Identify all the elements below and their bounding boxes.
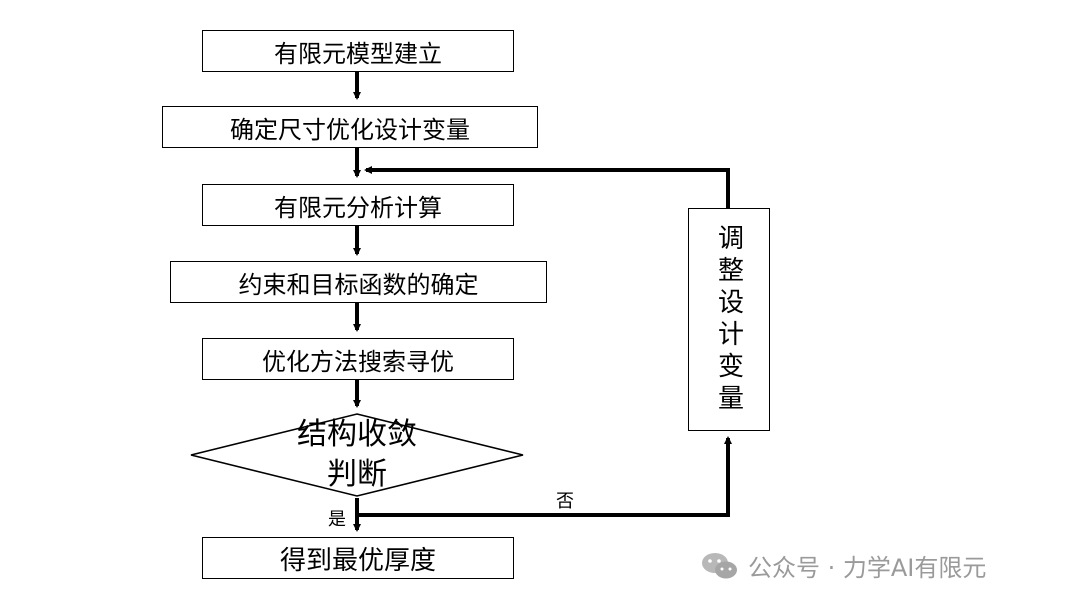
step-optimal-thickness-label: 得到最优厚度	[279, 545, 436, 576]
adjust-design-variables-label: 调整设计变量	[713, 223, 744, 416]
yes-label: 是	[328, 509, 346, 530]
step-optimization-search-label: 优化方法搜索寻优	[262, 347, 454, 376]
watermark: 公众号 · 力学AI有限元	[700, 548, 986, 583]
step-model-building-label: 有限元模型建立	[274, 39, 442, 68]
decision-line-2: 判断	[327, 457, 387, 492]
step-optimal-thickness: 得到最优厚度	[202, 537, 514, 579]
no-path	[357, 436, 732, 517]
watermark-text: 公众号 · 力学AI有限元	[748, 554, 987, 582]
step-constraints-objective: 约束和目标函数的确定	[170, 261, 547, 303]
feedback-path	[364, 166, 730, 208]
step-model-building: 有限元模型建立	[202, 30, 514, 72]
step-design-variables-label: 确定尺寸优化设计变量	[230, 115, 470, 144]
adjust-design-variables-box: 调整设计变量	[688, 208, 770, 431]
step-fe-analysis: 有限元分析计算	[202, 184, 514, 226]
step-fe-analysis-label: 有限元分析计算	[274, 193, 442, 222]
step-design-variables: 确定尺寸优化设计变量	[162, 106, 538, 148]
decision-diamond	[190, 413, 524, 497]
wechat-icon	[702, 552, 737, 578]
no-label: 否	[556, 491, 574, 512]
step-constraints-objective-label: 约束和目标函数的确定	[238, 270, 479, 299]
decision-label: 结构收敛 判断	[191, 412, 523, 498]
decision-line-1: 结构收敛	[297, 417, 417, 452]
step-optimization-search: 优化方法搜索寻优	[202, 338, 514, 380]
